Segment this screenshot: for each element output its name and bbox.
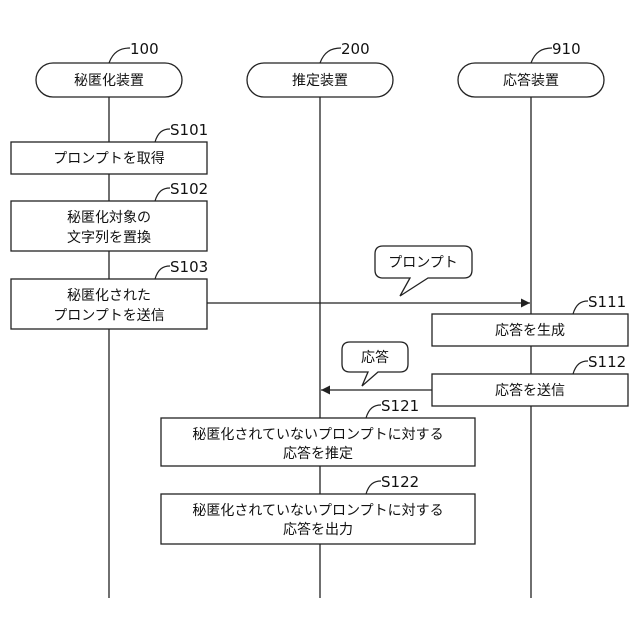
ref-leader xyxy=(531,48,552,63)
actor-estimation-device: 200 推定装置 xyxy=(247,40,393,97)
step-text-line-1: 秘匿化されていないプロンプトに対する xyxy=(192,427,443,443)
step-leader xyxy=(155,266,170,279)
step-leader xyxy=(573,361,588,374)
message-label: プロンプト xyxy=(388,255,458,271)
step-s122: S122 秘匿化されていないプロンプトに対する 応答を出力 xyxy=(161,473,475,544)
actor-ref: 100 xyxy=(130,40,159,58)
step-code: S122 xyxy=(381,473,419,491)
step-code: S103 xyxy=(170,258,208,276)
step-s121: S121 秘匿化されていないプロンプトに対する 応答を推定 xyxy=(161,397,475,466)
step-text-line-1: 秘匿化されていないプロンプトに対する xyxy=(192,503,443,519)
step-leader xyxy=(366,405,381,418)
actor-response-device: 910 応答装置 xyxy=(458,40,604,97)
actor-label: 推定装置 xyxy=(292,73,348,89)
step-code: S112 xyxy=(588,353,626,371)
message-label: 応答 xyxy=(361,349,389,366)
actor-ref: 200 xyxy=(341,40,370,58)
step-text: 応答を送信 xyxy=(495,382,565,399)
step-s112: S112 応答を送信 xyxy=(432,353,628,406)
message-bubble-response: 応答 xyxy=(342,342,408,386)
step-text: プロンプトを取得 xyxy=(53,150,165,167)
step-leader xyxy=(155,188,170,201)
actor-label: 応答装置 xyxy=(503,72,559,89)
step-text-line-1: 秘匿化された xyxy=(67,288,151,304)
step-code: S101 xyxy=(170,121,208,139)
step-s111: S111 応答を生成 xyxy=(432,293,628,346)
step-leader xyxy=(155,129,170,142)
step-code: S111 xyxy=(588,293,626,311)
step-text-line-2: 応答を推定 xyxy=(283,445,353,462)
step-leader xyxy=(366,481,381,494)
ref-leader xyxy=(320,48,341,63)
speech-bubble xyxy=(375,246,472,296)
ref-leader xyxy=(109,48,130,63)
actor-ref: 910 xyxy=(552,40,581,58)
step-leader xyxy=(573,301,588,314)
actor-obfuscation-device: 100 秘匿化装置 xyxy=(36,40,182,97)
step-code: S102 xyxy=(170,180,208,198)
step-text-line-2: 文字列を置換 xyxy=(67,230,151,246)
step-text: 応答を生成 xyxy=(495,322,565,339)
step-code: S121 xyxy=(381,397,419,415)
step-text-line-2: 応答を出力 xyxy=(283,521,353,538)
step-text-line-1: 秘匿化対象の xyxy=(67,210,151,226)
actor-label: 秘匿化装置 xyxy=(74,73,144,89)
message-bubble-prompt: プロンプト xyxy=(375,246,472,296)
step-text-line-2: プロンプトを送信 xyxy=(53,308,165,324)
